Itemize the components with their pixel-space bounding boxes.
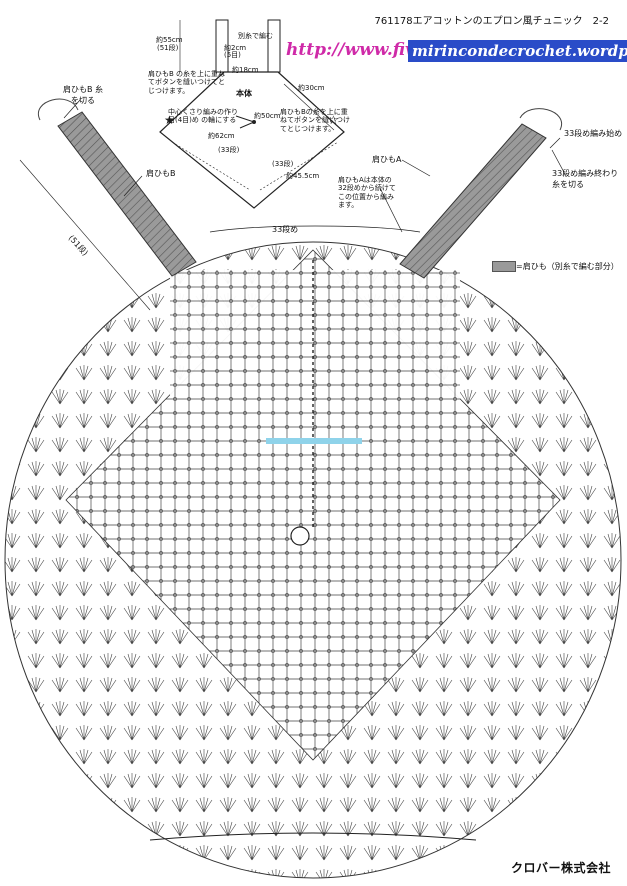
page-header: 761178エアコットンのエプロン風チュニック 2-2 (374, 16, 609, 27)
schematic-strap-length: 約55cm (156, 36, 183, 44)
schematic-small-width: 約2cm (224, 44, 247, 52)
schematic-center-dim: 約50cm (254, 112, 281, 120)
svg-text:☆: ☆ (328, 113, 339, 127)
strap-b (19, 98, 197, 311)
label-rows-33: 33段め (272, 225, 299, 234)
schematic-body-label: 本体 (236, 89, 252, 98)
schematic-diagram: ★ ☆ (159, 19, 345, 209)
label-strap-b-cut: 肩ひもB 糸を切る (62, 85, 104, 105)
chart-upper-grid (170, 270, 460, 470)
schematic-small-rows: (5目) (224, 51, 241, 59)
label-strap-a: 肩ひもA (372, 155, 402, 164)
svg-text:★: ★ (164, 113, 175, 127)
chart-center (290, 526, 310, 546)
label-strap-a-note: 肩ひもAは本体の32段めから続けてこの位置から編みます。 (338, 176, 396, 210)
label-end-33: 33段め編み終わり 糸を切る (552, 169, 619, 189)
schematic-top-dim: 約18cm (232, 66, 259, 74)
watermark-url-highlight: mirincondecrochet.wordpress.com (408, 40, 627, 62)
legend-label: =肩ひも（別糸で編む部分） (516, 262, 619, 271)
chart-hem (149, 832, 477, 841)
schematic-note-right: 肩ひもBの糸を上に重ねてボタンを縫いつけてとじつけます。 (280, 108, 350, 133)
highlight-mark (266, 438, 362, 444)
schematic-rows-right: (33段) (272, 160, 294, 168)
schematic-strap-note: 別糸で編む (238, 32, 273, 40)
legend-swatch (492, 261, 516, 272)
schematic-strap-rows: (51段) (157, 44, 179, 52)
label-start-33: 33段め編み始め (564, 129, 623, 138)
schematic-rows-left: (33段) (218, 146, 240, 154)
schematic-note-left: 肩ひもB の糸を上に重ねてボタンを縫いつけてとじつけます。 (148, 70, 226, 95)
schematic-strap-left (215, 19, 229, 73)
schematic-bottom-right-dim: 約45.5cm (286, 172, 320, 180)
schematic-note-center: 中心くさり編みの作り目(4目)め の輪にする (168, 108, 238, 125)
brand-logo: クロバー株式会社 (510, 861, 611, 875)
strap-a (399, 108, 563, 279)
watermark-url-prefix: http://www.fiv (286, 40, 415, 60)
label-strap-b: 肩ひもB (146, 169, 176, 178)
schematic-bottom-left-dim: 約62cm (208, 132, 235, 140)
schematic-body (159, 71, 345, 209)
schematic-right-dim: 約30cm (298, 84, 325, 92)
